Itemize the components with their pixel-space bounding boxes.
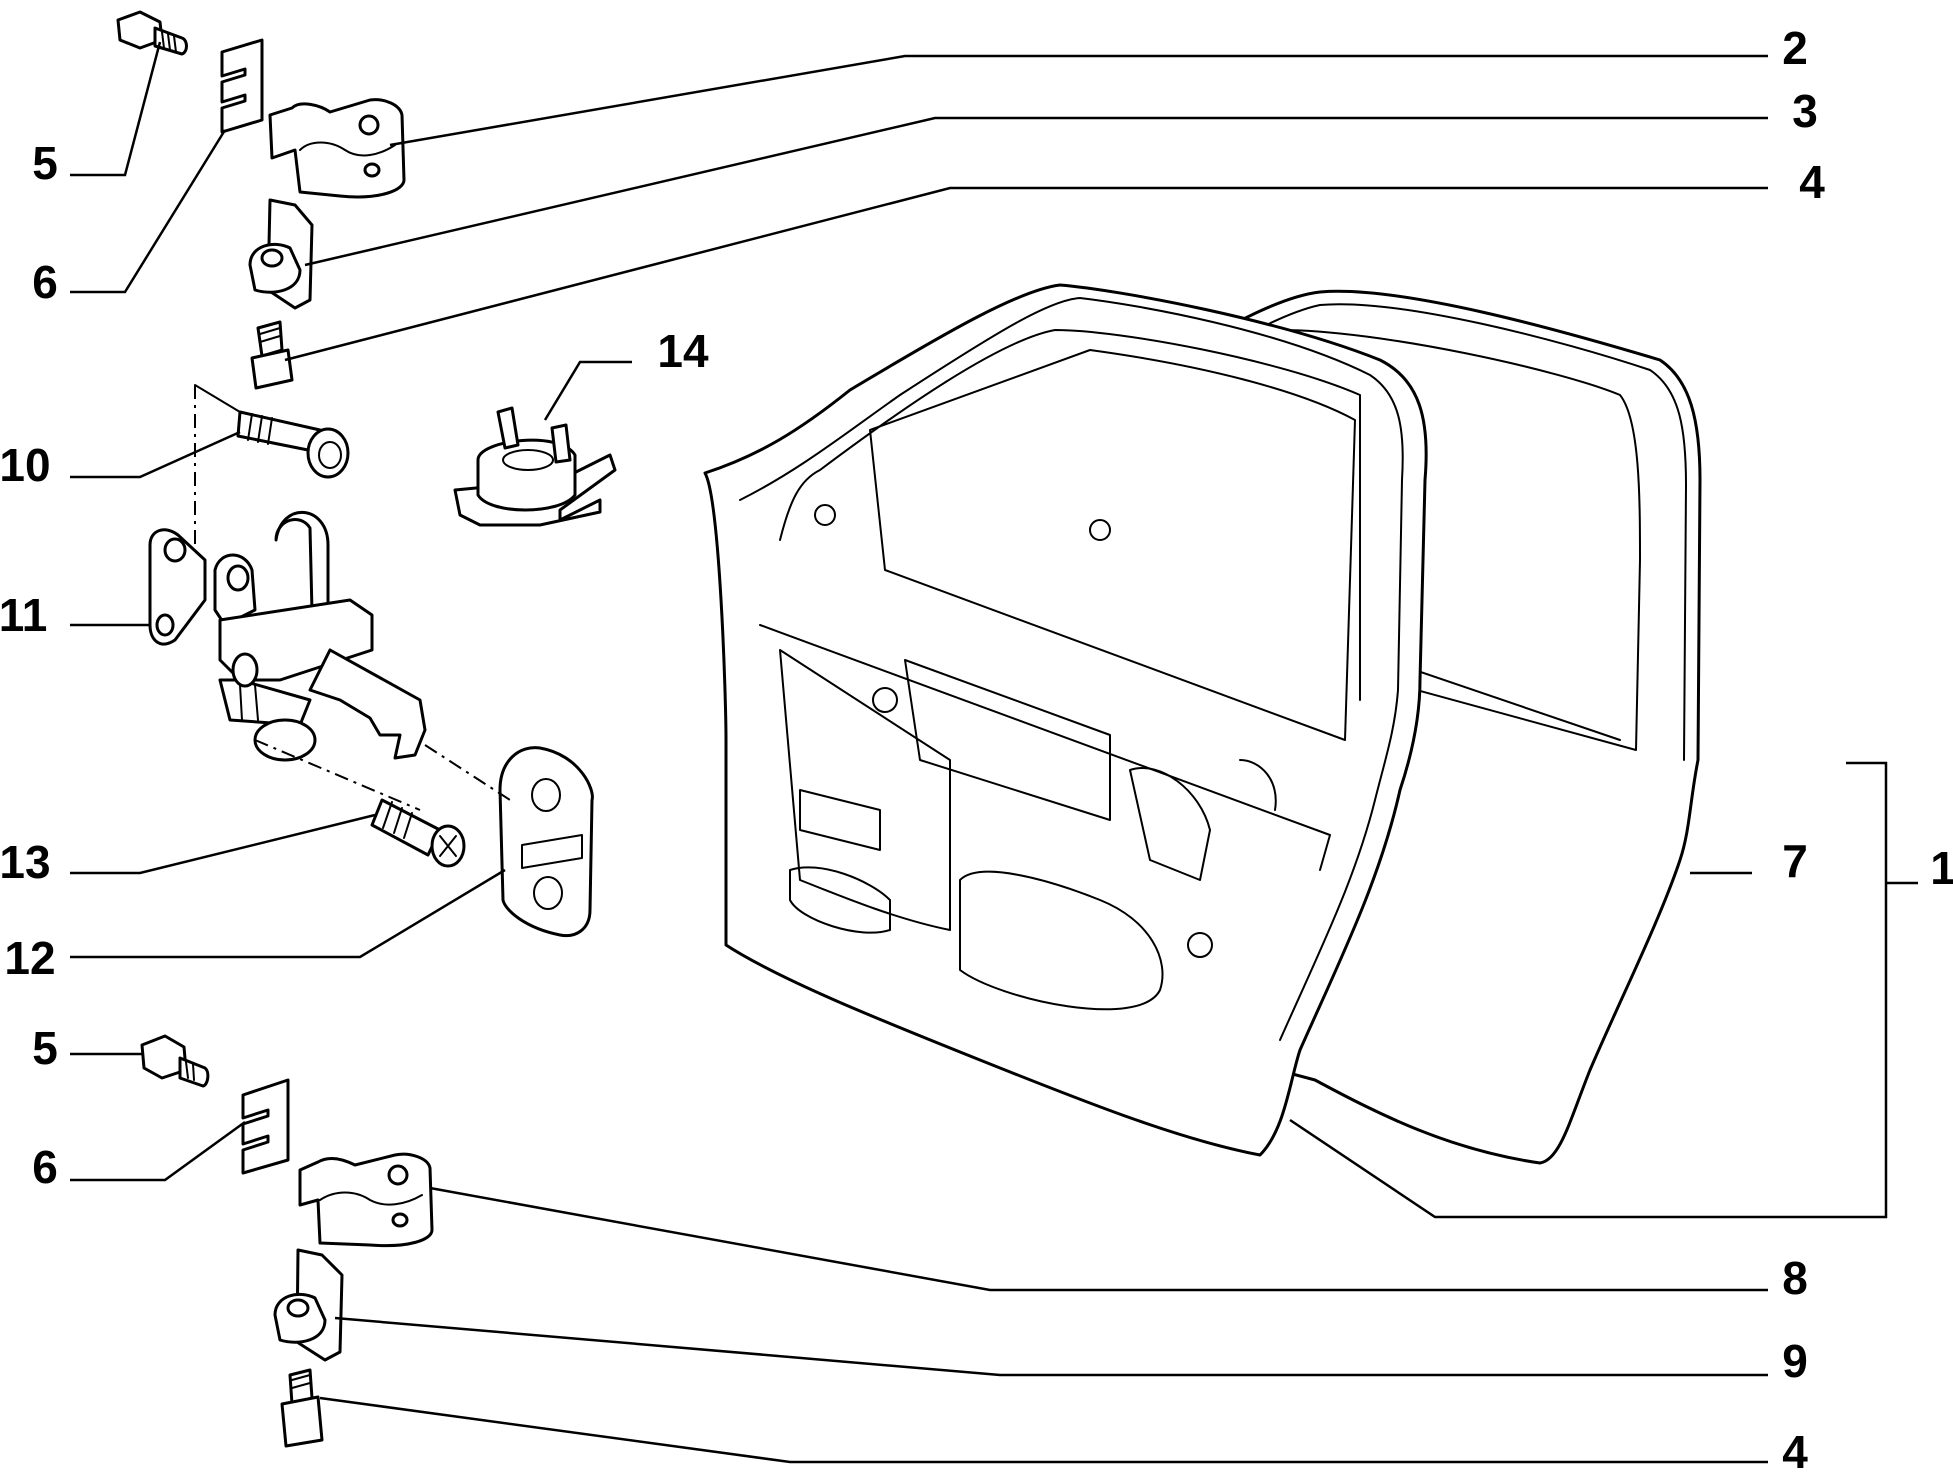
bolt-4-bottom	[280, 1368, 324, 1448]
bolt-4-top	[250, 320, 294, 390]
bracket-14	[453, 406, 617, 527]
callout-2: 2	[1782, 22, 1808, 74]
leader-6b	[70, 1120, 246, 1182]
alignment-line-13	[254, 739, 421, 811]
plate-12	[498, 746, 594, 938]
callout-11: 11	[0, 589, 47, 641]
bolt-5-bottom	[140, 1034, 210, 1088]
bolt-5-top	[116, 10, 188, 56]
callout-6: 6	[32, 256, 58, 308]
leader-13	[70, 813, 376, 875]
leader-14	[543, 360, 632, 421]
alignment-line-12	[424, 744, 511, 801]
hinge-bracket-3	[248, 198, 314, 310]
hinge-bracket-9	[273, 1248, 344, 1362]
bolt-13	[370, 798, 466, 868]
callout-9: 9	[1782, 1335, 1808, 1387]
callout-10: 10	[0, 439, 51, 491]
callout-5: 5	[32, 137, 58, 189]
shim-6-top	[220, 38, 264, 134]
leader-12	[70, 868, 506, 959]
leader-4b	[319, 1396, 1768, 1464]
bolt-10	[236, 410, 350, 479]
alignment-line-10b	[194, 384, 241, 413]
callout-1: 1	[1930, 842, 1953, 894]
shim-6-bottom	[241, 1078, 290, 1175]
leader-5a	[70, 41, 162, 177]
callout-7: 7	[1782, 835, 1808, 887]
callout-4-lower: 4	[1782, 1426, 1808, 1474]
leader-8	[429, 1186, 1768, 1292]
callout-12: 12	[4, 932, 55, 984]
callout-3: 3	[1792, 85, 1818, 137]
callout-4: 4	[1799, 156, 1825, 208]
hinge-8	[298, 1152, 434, 1248]
callout-14: 14	[657, 325, 709, 377]
hinge-2	[268, 98, 406, 199]
leader-4a	[284, 186, 1768, 362]
leader-1-bracket	[1289, 761, 1888, 1219]
door-check-11	[148, 511, 427, 762]
leader-6a	[70, 129, 227, 294]
leader-2	[389, 54, 1768, 147]
leader-10	[70, 430, 241, 479]
leader-3	[304, 116, 1768, 267]
door-inner-frame	[703, 283, 1428, 1157]
callout-6-lower: 6	[32, 1141, 58, 1193]
callout-8: 8	[1782, 1252, 1808, 1304]
callout-5-lower: 5	[32, 1022, 58, 1074]
leader-9	[334, 1316, 1768, 1377]
callout-13: 13	[0, 836, 51, 888]
